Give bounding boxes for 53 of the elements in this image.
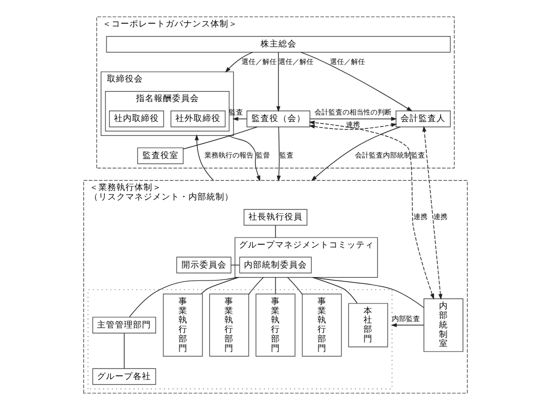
cluster <box>87 289 392 390</box>
connector <box>274 277 276 294</box>
node-box: 開示委員会 <box>176 256 231 274</box>
arrow <box>309 116 396 121</box>
node-box: 本社部門 <box>348 303 388 348</box>
node-box: グループ各社 <box>92 368 156 385</box>
connector <box>123 332 124 369</box>
arrow <box>300 52 412 112</box>
node-box: 事業執行部門 <box>255 294 295 357</box>
arrow <box>224 52 252 73</box>
edge-label: 会計監査の相当性の判断 <box>314 108 391 117</box>
arrow <box>308 122 397 130</box>
node-box: 内部統制室 <box>423 298 463 352</box>
edge-label: 連携 <box>433 212 448 222</box>
edge-label: 監督 <box>256 150 270 160</box>
node-box: 主管管理部門 <box>92 316 156 334</box>
node-box: 事業執行部門 <box>208 294 249 357</box>
connector <box>200 277 238 294</box>
arrow <box>194 134 214 181</box>
node-box: 社外取締役 <box>170 110 226 128</box>
connector <box>230 264 240 266</box>
edge-label: 連携 <box>412 212 427 222</box>
arrow <box>228 135 260 182</box>
edge-label: 監査 <box>278 150 293 160</box>
node-box: 株主総会 <box>106 36 450 53</box>
node-box: 会計監査人 <box>395 110 450 128</box>
connector <box>274 224 276 238</box>
edge-label: 選任／解任 <box>278 56 314 66</box>
connector <box>312 277 357 304</box>
connector <box>182 126 258 150</box>
node-box: 事業執行部門 <box>162 294 202 357</box>
node-box: 監査役室 <box>136 147 184 164</box>
node-box: 内部統制委員会 <box>238 256 312 274</box>
node-box: 社内取締役 <box>108 110 164 128</box>
arrow <box>308 120 434 300</box>
node-box: 監査役（会） <box>246 110 310 128</box>
edge-label: 内部監査 <box>391 314 420 323</box>
arrow <box>276 126 280 182</box>
node-box: 社長執行役員 <box>243 208 307 226</box>
edge-label: 業務執行の報告 <box>204 150 254 160</box>
arrow <box>310 126 400 182</box>
edge-label: 連携 <box>345 120 360 129</box>
arrow <box>276 52 280 112</box>
arrow <box>422 126 442 300</box>
node-box: 事業執行部門 <box>301 294 342 357</box>
arrow <box>390 323 424 328</box>
connector <box>314 277 424 308</box>
connector <box>128 277 237 318</box>
edge-label: 選任／解任 <box>330 56 365 66</box>
edge-label: 選任／解任 <box>241 56 276 66</box>
connector <box>248 277 264 295</box>
connector <box>286 277 302 295</box>
edge-label: 会計監査内部統制監査 <box>354 150 424 160</box>
